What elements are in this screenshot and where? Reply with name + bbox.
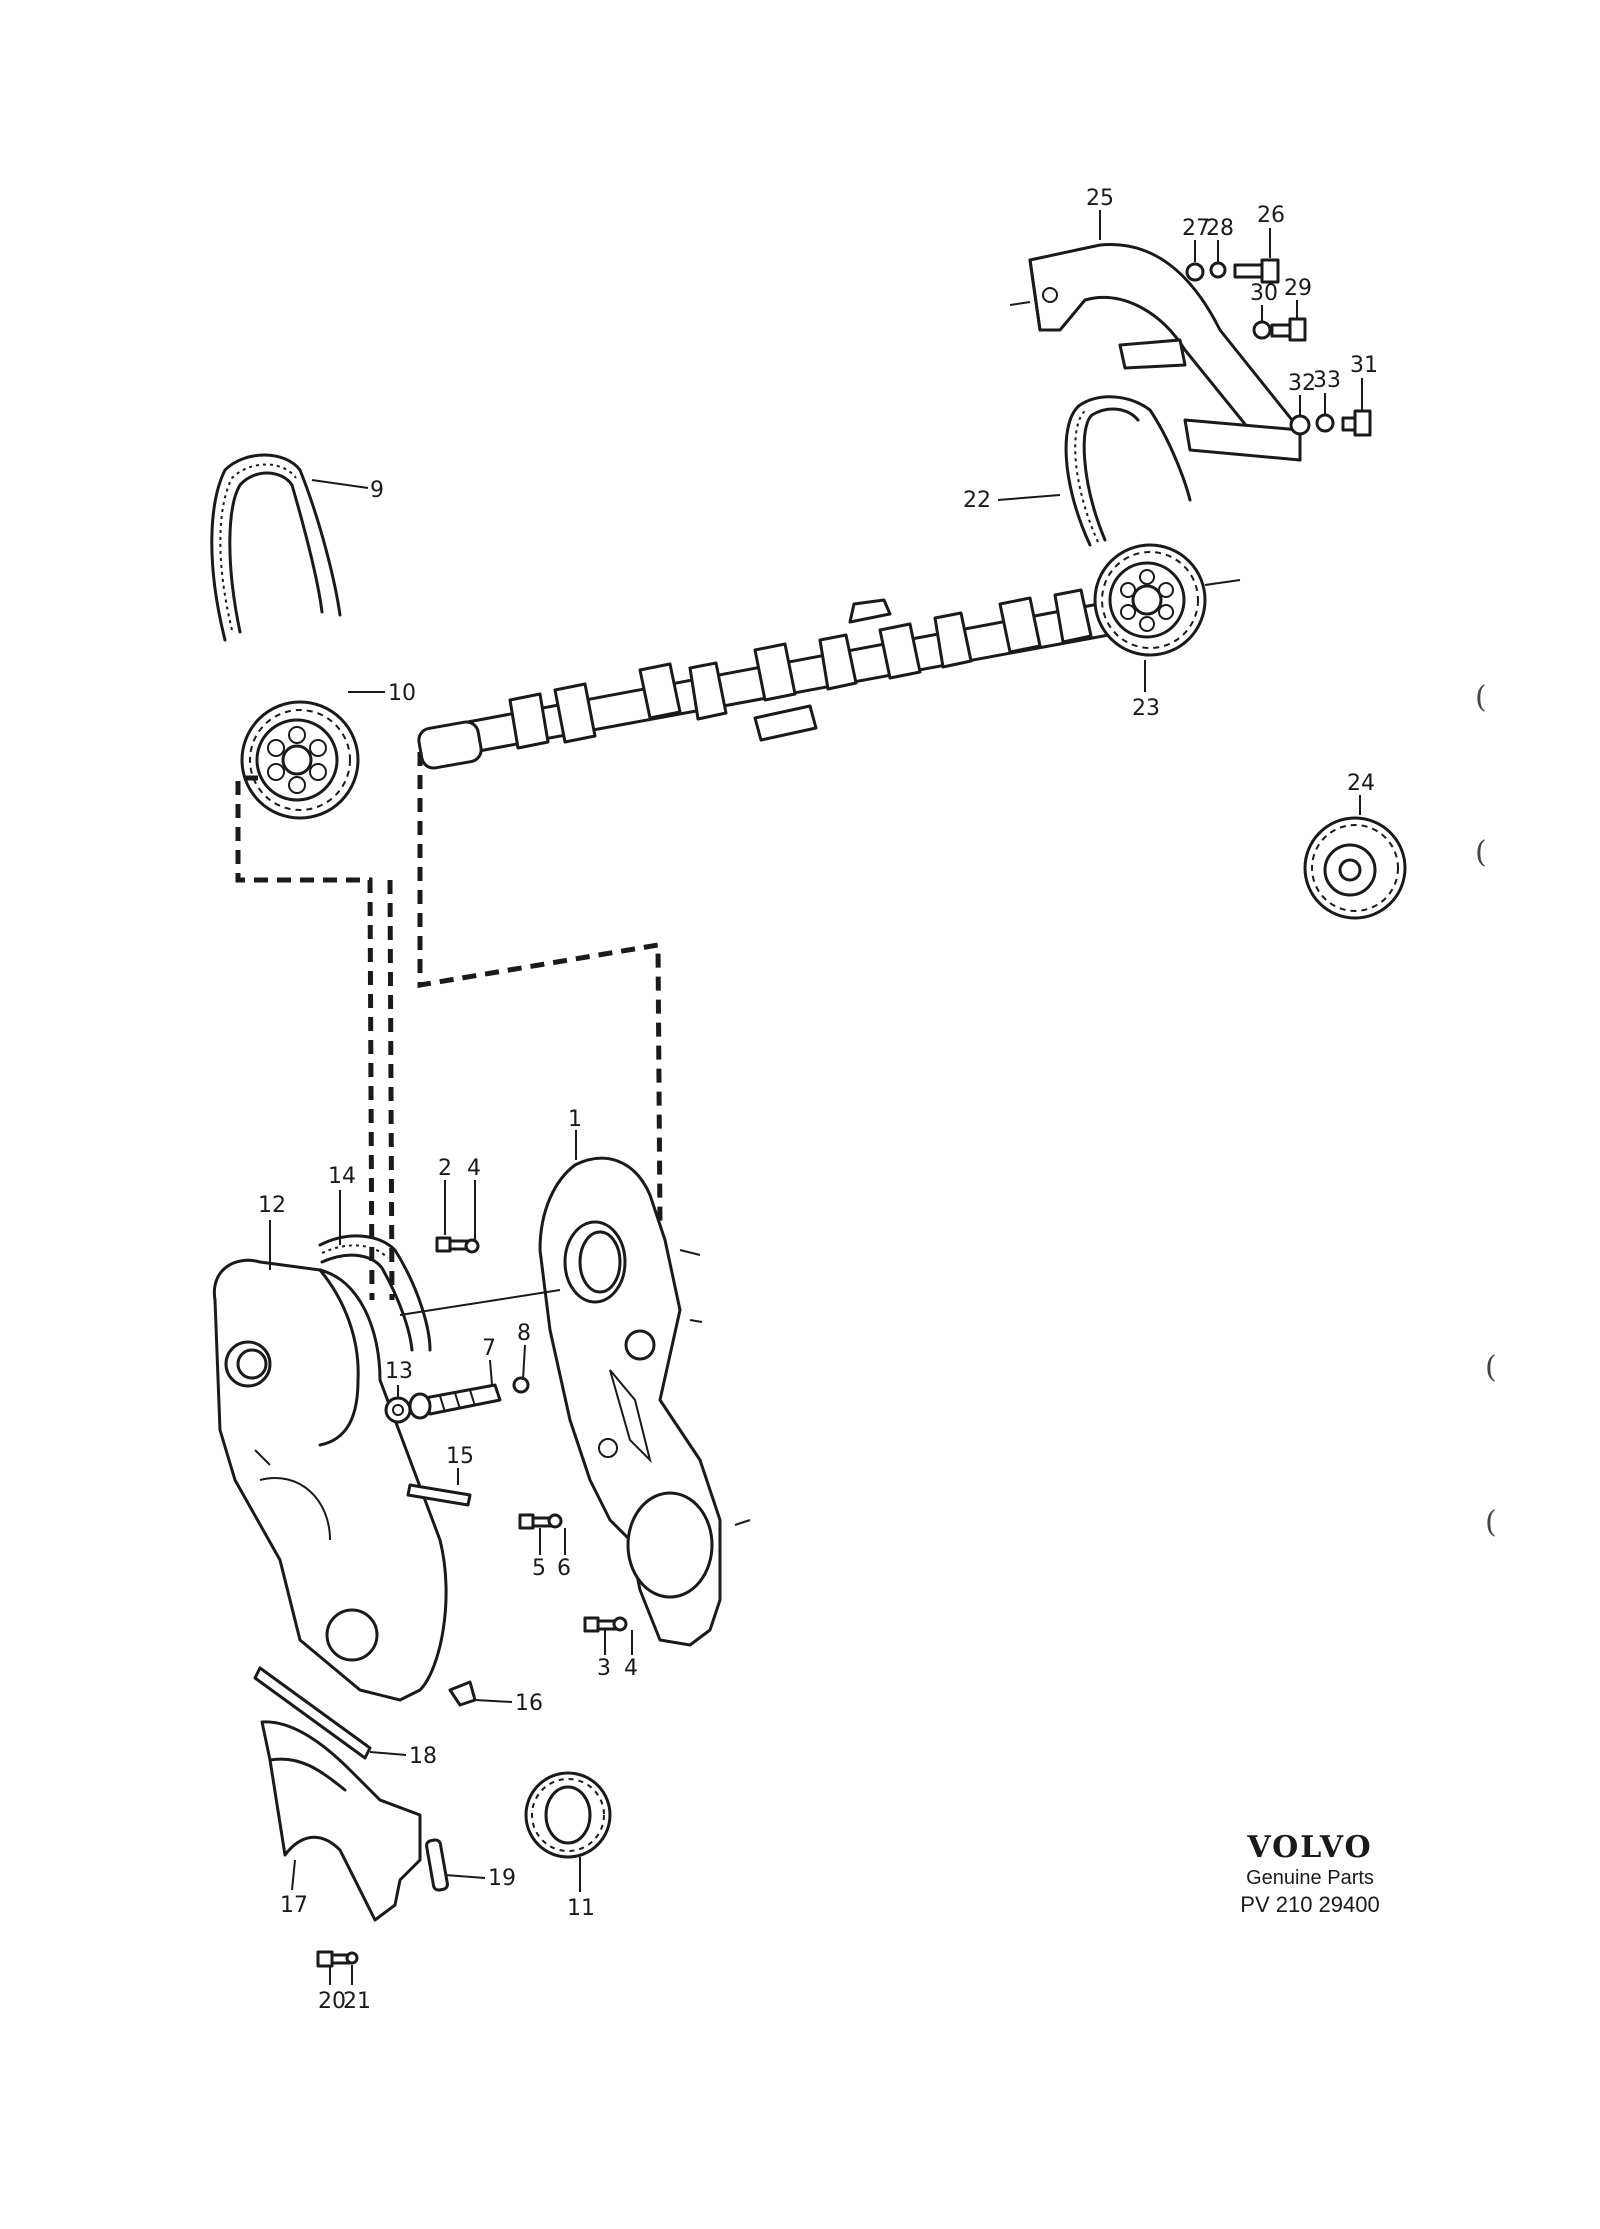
timing-belt-14 [318, 1234, 432, 1352]
fasteners-26-33 [1185, 258, 1372, 437]
part-catalog-code: PV 210 29400 [1240, 1892, 1380, 1917]
crankshaft-gear-11 [524, 1771, 612, 1859]
callout-17: 17 [280, 1893, 308, 1918]
callout-24: 24 [1347, 771, 1375, 796]
callout-16: 16 [515, 1691, 543, 1716]
callout-23: 23 [1132, 696, 1160, 721]
timing-belt-22 [1064, 395, 1192, 547]
callout-11: 11 [567, 1896, 595, 1921]
lower-cover-17 [260, 1720, 422, 1922]
callout-4a: 4 [467, 1156, 481, 1181]
callout-13: 13 [385, 1359, 413, 1384]
bolt-20-21 [316, 1950, 359, 1968]
callout-10: 10 [388, 681, 416, 706]
callout-28: 28 [1206, 216, 1234, 241]
alignment-line [399, 1289, 561, 1316]
callout-33: 33 [1313, 368, 1341, 393]
callout-25: 25 [1086, 186, 1114, 211]
timing-cover-12 [212, 1258, 448, 1702]
callout-6: 6 [557, 1556, 571, 1581]
callout-15: 15 [446, 1444, 474, 1469]
timing-backplate-1 [538, 1156, 751, 1647]
brand-subtitle: Genuine Parts [1246, 1867, 1374, 1889]
callout-19: 19 [488, 1866, 516, 1891]
margin-mark-4: ( [1485, 1505, 1497, 1540]
small-fasteners [435, 1236, 628, 1633]
callout-3: 3 [597, 1656, 611, 1681]
tensioner-bolt-7 [384, 1376, 530, 1424]
callout-29: 29 [1284, 276, 1312, 301]
callout-27: 27 [1182, 216, 1210, 241]
callout-5: 5 [532, 1556, 546, 1581]
callout-labels: 1 2 3 4 4 5 6 7 8 9 10 11 12 13 14 15 16… [258, 186, 1378, 2014]
timing-belt-9 [210, 453, 342, 642]
belt-guard-bracket-25 [1009, 242, 1302, 462]
brand-block: VOLVO Genuine Parts PV 210 29400 [1200, 1830, 1420, 1918]
callout-22: 22 [963, 488, 991, 513]
leader-lines [269, 210, 1363, 1985]
callout-8: 8 [517, 1321, 531, 1346]
camshaft-gear-10 [240, 700, 360, 820]
camshaft [417, 588, 1127, 770]
assembly-guide-lines [235, 752, 663, 1301]
callout-18: 18 [409, 1744, 437, 1769]
camshaft-gear-23 [1093, 543, 1241, 657]
callout-7: 7 [482, 1336, 496, 1361]
callout-4b: 4 [624, 1656, 638, 1681]
callout-26: 26 [1257, 203, 1285, 228]
callout-1: 1 [568, 1107, 582, 1132]
seal-strip-18 [253, 1666, 372, 1760]
margin-mark-2: ( [1475, 835, 1487, 870]
callout-20: 20 [318, 1989, 346, 2014]
gear-24 [1303, 816, 1407, 920]
margin-mark-3: ( [1485, 1350, 1497, 1385]
clip-16 [448, 1680, 477, 1707]
margin-mark-1: ( [1475, 680, 1487, 715]
callout-21: 21 [343, 1989, 371, 2014]
callout-2: 2 [438, 1156, 452, 1181]
callout-31: 31 [1350, 353, 1378, 378]
volvo-logo: VOLVO [1247, 1830, 1373, 1865]
pin-19 [425, 1838, 449, 1892]
seal-strip-15 [406, 1483, 472, 1507]
callout-32: 32 [1288, 371, 1316, 396]
callout-30: 30 [1250, 281, 1278, 306]
callout-14: 14 [328, 1164, 356, 1189]
callout-9: 9 [370, 478, 384, 503]
callout-12: 12 [258, 1193, 286, 1218]
